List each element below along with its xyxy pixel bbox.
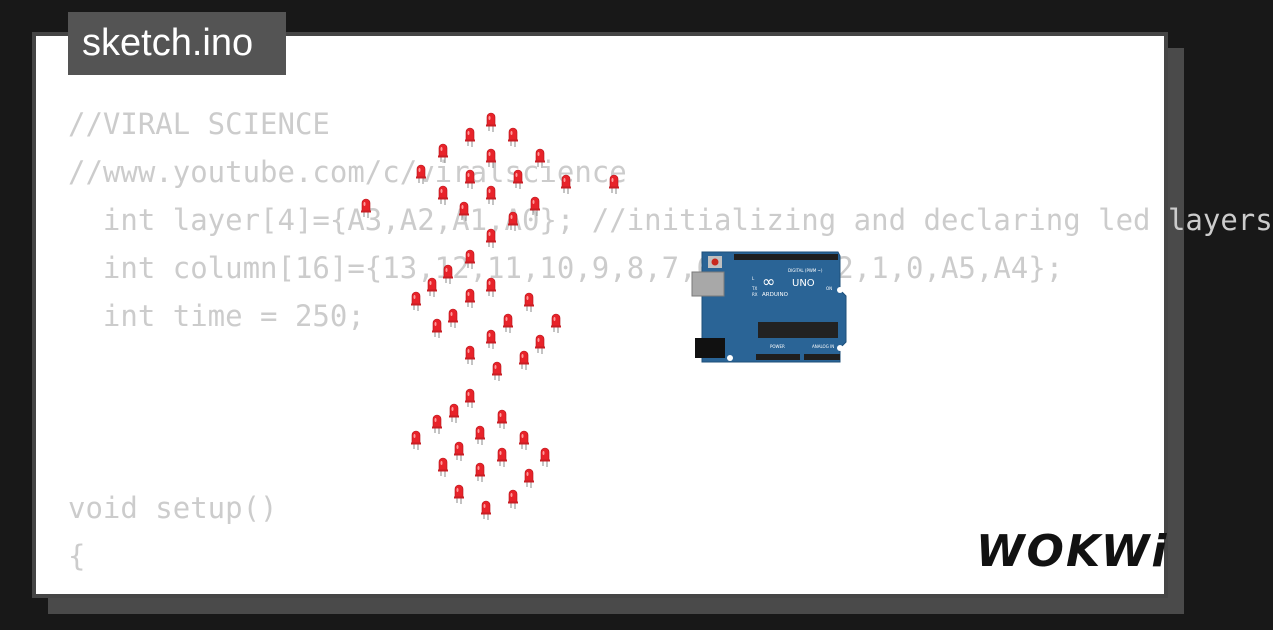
red-led-icon xyxy=(427,277,437,297)
board-model-label: UNO xyxy=(792,278,815,289)
on-label: ON xyxy=(826,286,832,291)
red-led-icon xyxy=(609,174,619,194)
red-led-icon xyxy=(454,441,464,461)
red-led-icon xyxy=(411,291,421,311)
power-header-label: POWER xyxy=(770,344,785,349)
red-led-icon xyxy=(438,457,448,477)
board-brand-label: ARDUINO xyxy=(762,292,789,298)
arduino-uno-board[interactable]: ∞ UNO ARDUINO DIGITAL (PWM ~) POWER ANAL… xyxy=(690,250,850,368)
red-led-icon xyxy=(465,249,475,269)
red-led-icon xyxy=(486,329,496,349)
red-led-icon xyxy=(497,447,507,467)
power-header xyxy=(756,354,800,360)
microcontroller-chip xyxy=(758,322,838,338)
red-led-icon xyxy=(438,185,448,205)
red-led-icon xyxy=(449,403,459,423)
red-led-icon xyxy=(486,112,496,132)
red-led-icon xyxy=(438,143,448,163)
red-led-icon xyxy=(465,388,475,408)
mount-hole xyxy=(837,345,843,351)
red-led-icon xyxy=(508,127,518,147)
red-led-icon xyxy=(508,211,518,231)
red-led-icon xyxy=(540,447,550,467)
preview-card: //VIRAL SCIENCE //www.youtube.com/c/viral… xyxy=(32,32,1273,598)
infinity-logo-icon: ∞ xyxy=(762,272,775,291)
red-led-icon xyxy=(561,174,571,194)
red-led-icon xyxy=(432,414,442,434)
code-line: //VIRAL SCIENCE xyxy=(68,107,330,141)
code-line: int time = 250; xyxy=(68,299,365,333)
red-led-icon xyxy=(519,430,529,450)
mount-hole xyxy=(727,355,733,361)
red-led-icon xyxy=(486,277,496,297)
red-led-icon xyxy=(486,185,496,205)
digital-header-label: DIGITAL (PWM ~) xyxy=(788,268,823,273)
red-led-icon xyxy=(465,169,475,189)
red-led-icon xyxy=(551,313,561,333)
l-label: L xyxy=(752,276,755,281)
red-led-icon xyxy=(465,127,475,147)
red-led-icon xyxy=(524,468,534,488)
analog-header-label: ANALOG IN xyxy=(812,344,834,349)
red-led-icon xyxy=(481,500,491,520)
red-led-icon xyxy=(519,350,529,370)
code-line: //www.youtube.com/c/viralscience xyxy=(68,155,627,189)
red-led-icon xyxy=(465,288,475,308)
red-led-icon xyxy=(535,148,545,168)
code-editor: //VIRAL SCIENCE //www.youtube.com/c/viral… xyxy=(68,100,1273,580)
tx-label: TX xyxy=(751,286,757,291)
code-line: void setup() xyxy=(68,491,278,525)
usb-connector-icon xyxy=(691,271,725,297)
red-led-icon xyxy=(454,484,464,504)
code-line: int column[16]={13,12,11,10,9,8,7,6,5,4,… xyxy=(68,251,1064,285)
digital-header xyxy=(734,254,838,260)
red-led-icon xyxy=(524,292,534,312)
red-led-icon xyxy=(503,313,513,333)
red-led-icon xyxy=(416,164,426,184)
red-led-icon xyxy=(475,462,485,482)
code-line: int layer[4]={A3,A2,A1,A0}; //initializi… xyxy=(68,203,1273,237)
red-led-icon xyxy=(486,148,496,168)
red-led-icon xyxy=(361,198,371,218)
wokwi-logo: WOKWi xyxy=(976,526,1169,577)
red-led-icon xyxy=(432,318,442,338)
red-led-icon xyxy=(535,334,545,354)
red-led-icon xyxy=(486,228,496,248)
red-led-icon xyxy=(530,196,540,216)
power-jack-icon xyxy=(695,338,725,358)
code-line: { xyxy=(68,539,86,573)
red-led-icon xyxy=(497,409,507,429)
analog-header xyxy=(804,354,840,360)
rx-label: RX xyxy=(752,292,758,297)
reset-button-cap xyxy=(711,258,719,266)
red-led-icon xyxy=(475,425,485,445)
red-led-icon xyxy=(411,430,421,450)
red-led-icon xyxy=(465,345,475,365)
mount-hole xyxy=(837,287,843,293)
red-led-icon xyxy=(459,201,469,221)
red-led-icon xyxy=(513,169,523,189)
led-cube xyxy=(361,112,619,520)
red-led-icon xyxy=(443,264,453,284)
file-tab[interactable]: sketch.ino xyxy=(68,12,286,75)
red-led-icon xyxy=(508,489,518,509)
red-led-icon xyxy=(448,308,458,328)
red-led-icon xyxy=(492,361,502,381)
